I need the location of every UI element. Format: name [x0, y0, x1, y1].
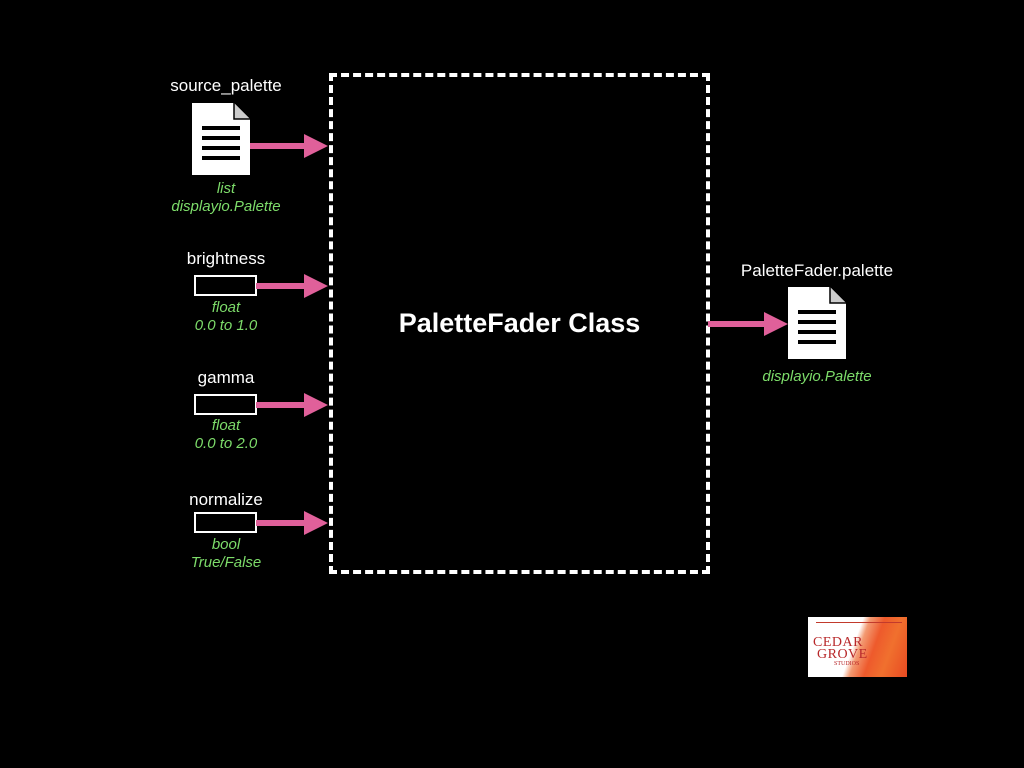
- logo-line2: GROVE: [817, 647, 868, 662]
- logo-line3: STUDIOS: [834, 661, 860, 667]
- class-title: PaletteFader Class: [398, 308, 641, 338]
- type-line: True/False: [190, 554, 262, 571]
- type-line: displayio.Palette: [171, 198, 281, 215]
- cedar-grove-logo: CEDAR GROVE STUDIOS: [808, 617, 907, 677]
- input-type-normalize: bool True/False: [136, 536, 316, 572]
- type-line: bool: [211, 536, 241, 553]
- arrow-right-icon: [256, 393, 328, 417]
- gamma-field: [194, 394, 257, 415]
- logo-decor-line: [816, 622, 902, 623]
- arrow-right-icon: [250, 134, 328, 158]
- input-type-source-palette: list displayio.Palette: [136, 180, 316, 216]
- type-line: 0.0 to 1.0: [194, 317, 258, 334]
- arrow-right-icon: [256, 274, 328, 298]
- document-icon: [788, 287, 846, 359]
- input-label-gamma: gamma: [197, 368, 255, 387]
- brightness-field: [194, 275, 257, 296]
- input-type-brightness: float 0.0 to 1.0: [136, 299, 316, 335]
- output-type: displayio.Palette: [717, 368, 917, 386]
- type-line: displayio.Palette: [762, 368, 872, 385]
- arrow-right-icon: [708, 312, 788, 336]
- type-line: 0.0 to 2.0: [194, 435, 258, 452]
- input-label-brightness: brightness: [186, 249, 266, 268]
- logo-line1: CEDAR: [813, 635, 863, 650]
- type-line: float: [211, 299, 241, 316]
- output-label: PaletteFader.palette: [740, 261, 894, 280]
- normalize-field: [194, 512, 257, 533]
- type-line: float: [211, 417, 241, 434]
- input-label-normalize: normalize: [189, 490, 263, 509]
- type-line: list: [216, 180, 236, 197]
- input-label-source-palette: source_palette: [170, 76, 282, 95]
- input-type-gamma: float 0.0 to 2.0: [136, 417, 316, 453]
- document-icon: [192, 103, 250, 175]
- arrow-right-icon: [256, 511, 328, 535]
